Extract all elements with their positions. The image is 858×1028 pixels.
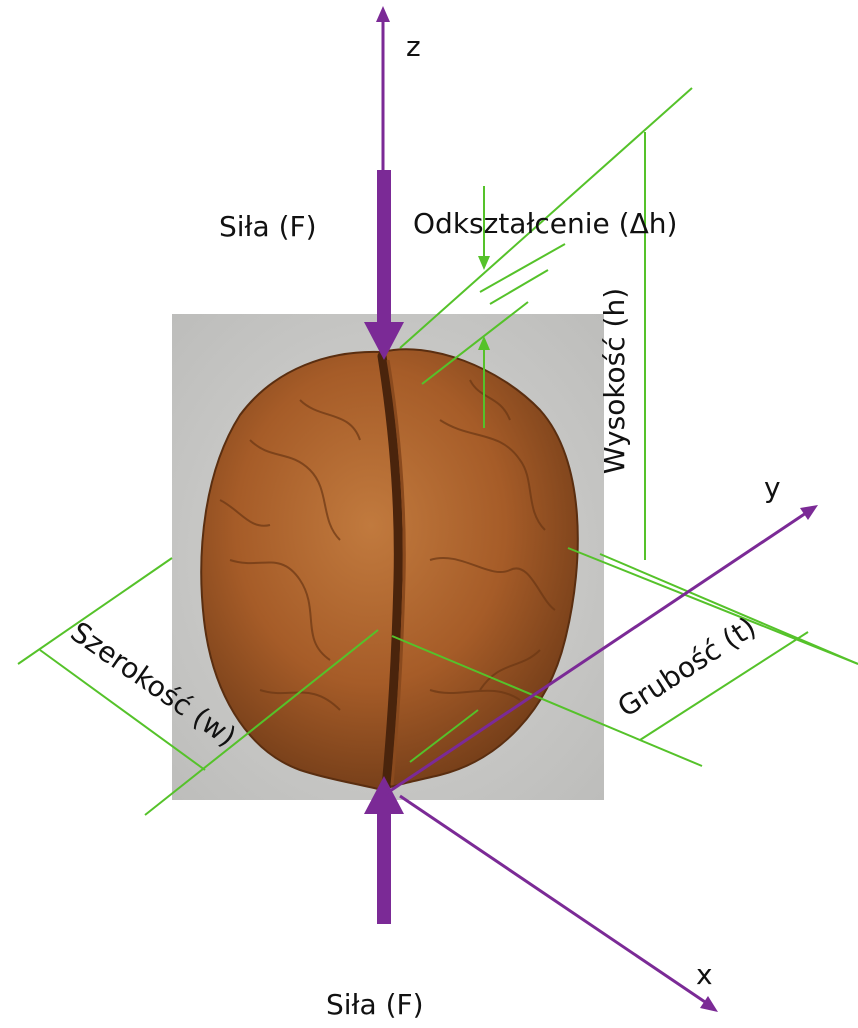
axis-x-label: x bbox=[696, 958, 713, 991]
x-axis-line bbox=[400, 796, 708, 1004]
axis-y-label: y bbox=[764, 471, 781, 504]
deformation-extra-guide bbox=[490, 270, 548, 304]
height-label: Wysokość (h) bbox=[598, 288, 631, 474]
y-axis-arrowhead bbox=[800, 505, 818, 520]
force-top-label: Siła (F) bbox=[219, 210, 317, 243]
z-axis-arrowhead bbox=[376, 6, 390, 22]
axis-z-label: z bbox=[406, 30, 421, 63]
force-bottom-label: Siła (F) bbox=[326, 988, 424, 1021]
deformation-arrowhead-top bbox=[478, 256, 490, 270]
x-axis-arrowhead bbox=[700, 996, 718, 1012]
deformation-label: Odkształcenie (Δh) bbox=[413, 207, 677, 240]
